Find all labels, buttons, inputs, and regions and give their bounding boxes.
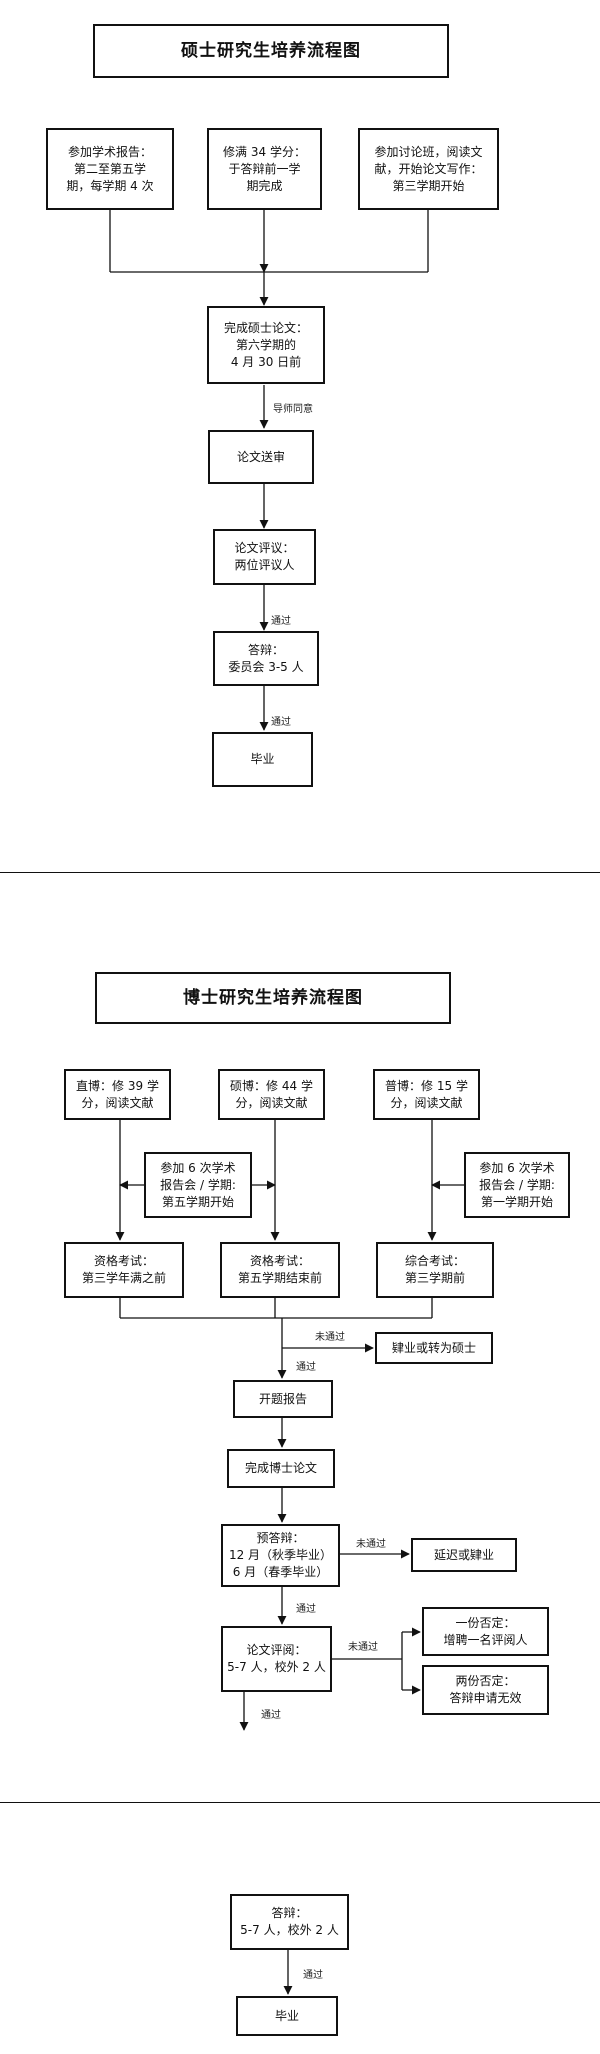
phd-thesis-box: 完成博士论文 bbox=[227, 1449, 335, 1488]
qualifying-exam-ms-phd-box: 资格考试： 第五学期结束前 bbox=[220, 1242, 340, 1298]
masters-pass-label: 通过 bbox=[271, 717, 291, 728]
fail-label: 未通过 bbox=[356, 1539, 386, 1550]
direct-phd-box: 直博：修 39 学 分，阅读文献 bbox=[64, 1069, 171, 1120]
regular-phd-box: 普博：修 15 学 分，阅读文献 bbox=[373, 1069, 480, 1120]
ms-phd-box: 硕博：修 44 学 分，阅读文献 bbox=[218, 1069, 325, 1120]
fail-label: 未通过 bbox=[348, 1642, 378, 1653]
masters-defense-box: 答辩： 委员会 3-5 人 bbox=[213, 631, 319, 686]
predefense-box: 预答辩： 12 月（秋季毕业） 6 月（春季毕业） bbox=[221, 1524, 340, 1587]
doctoral-title: 博士研究生培养流程图 bbox=[95, 972, 451, 1024]
thesis-review-box: 论文评阅： 5-7 人，校外 2 人 bbox=[221, 1626, 332, 1692]
masters-thesis-box: 完成硕士论文： 第六学期的 4 月 30 日前 bbox=[207, 306, 325, 384]
pass-label: 通过 bbox=[296, 1604, 316, 1615]
proposal-box: 开题报告 bbox=[233, 1380, 333, 1418]
two-negative-box: 两份否定： 答辩申请无效 bbox=[422, 1665, 549, 1715]
drop-or-masters-box: 肄业或转为硕士 bbox=[375, 1332, 493, 1364]
pass-label: 通过 bbox=[303, 1970, 323, 1981]
masters-seminar-box: 参加讨论班，阅读文 献，开始论文写作： 第三学期开始 bbox=[358, 128, 499, 210]
phd-defense-box: 答辩： 5-7 人，校外 2 人 bbox=[230, 1894, 349, 1950]
masters-report-box: 参加学术报告： 第二至第五学 期，每学期 4 次 bbox=[46, 128, 174, 210]
report-semester5-box: 参加 6 次学术 报告会 / 学期: 第五学期开始 bbox=[144, 1152, 252, 1218]
fail-label: 未通过 bbox=[315, 1332, 345, 1343]
qualifying-exam-direct-box: 资格考试： 第三学年满之前 bbox=[64, 1242, 184, 1298]
report-semester1-box: 参加 6 次学术 报告会 / 学期: 第一学期开始 bbox=[464, 1152, 570, 1218]
pass-label: 通过 bbox=[261, 1710, 281, 1721]
advisor-approval-label: 导师同意 bbox=[273, 404, 313, 415]
masters-review-box: 论文评议： 两位评议人 bbox=[213, 529, 316, 585]
masters-title: 硕士研究生培养流程图 bbox=[93, 24, 449, 78]
delay-or-drop-box: 延迟或肄业 bbox=[411, 1538, 517, 1572]
section-divider bbox=[0, 872, 600, 873]
masters-graduate-box: 毕业 bbox=[212, 732, 313, 787]
phd-graduate-box: 毕业 bbox=[236, 1996, 338, 2036]
comprehensive-exam-box: 综合考试： 第三学期前 bbox=[376, 1242, 494, 1298]
masters-credits-box: 修满 34 学分： 于答辩前一学 期完成 bbox=[207, 128, 322, 210]
masters-submit-box: 论文送审 bbox=[208, 430, 314, 484]
section-divider bbox=[0, 1802, 600, 1803]
pass-label: 通过 bbox=[296, 1362, 316, 1373]
masters-pass-label: 通过 bbox=[271, 616, 291, 627]
one-negative-box: 一份否定： 增聘一名评阅人 bbox=[422, 1607, 549, 1656]
